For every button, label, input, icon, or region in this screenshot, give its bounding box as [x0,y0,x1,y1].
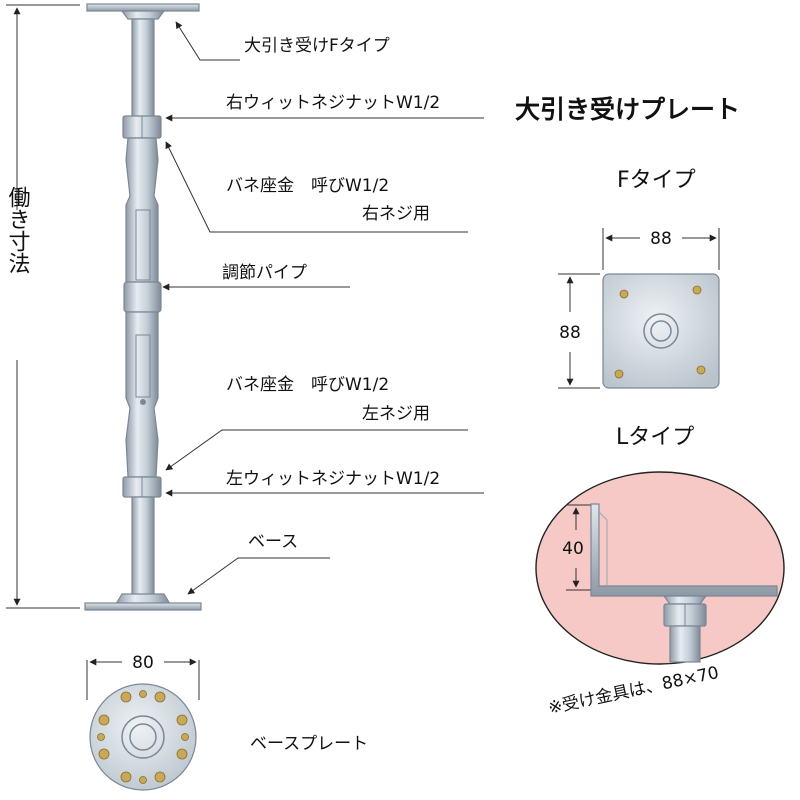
left-washer-label: バネ座金 呼びW1/2 [226,375,389,395]
l-type-title: Lタイプ [616,425,694,450]
top-plate [86,3,200,12]
upper-screw-rod [131,18,155,118]
right-washer-label-sub: 右ネジ用 [362,204,430,224]
base-plate-side [84,602,202,611]
adjusting-pipe-label: 調節パイプ [222,263,307,283]
working-height-label: 働き寸法 [5,186,31,274]
base-label: ベース [248,532,298,552]
adjusting-pipe-collar [123,281,162,313]
f-type-plate: 88 88 [558,228,720,389]
right-washer-label: バネ座金 呼びW1/2 [226,176,389,196]
base-plate-holes [97,690,189,784]
base-plate-caption: ベースプレート [250,734,368,754]
base-plate-detail: 80 [86,653,200,791]
left-nut-label: 左ウィットネジナットW1/2 [226,469,440,489]
lower-screw-rod [131,496,155,596]
receiver-plate-title: 大引き受けプレート [515,95,740,124]
l-type-detail: 40 [535,471,785,665]
f-type-height-dim: 88 [559,323,581,343]
working-height-dimension [6,4,80,609]
support-post [84,3,202,611]
l-type-note: ※受け金具は、88×70 [546,663,720,719]
l-type-height-dim: 40 [562,539,584,559]
f-type-title: Fタイプ [617,168,696,193]
top-plate-label: 大引き受けFタイプ [244,36,390,56]
left-washer-label-sub: 左ネジ用 [362,404,430,424]
leader-lines [162,21,484,595]
f-type-width-dim: 88 [650,229,672,249]
base-plate-width-dim: 80 [132,653,154,673]
right-nut-label: 右ウィットネジナットW1/2 [226,93,440,113]
